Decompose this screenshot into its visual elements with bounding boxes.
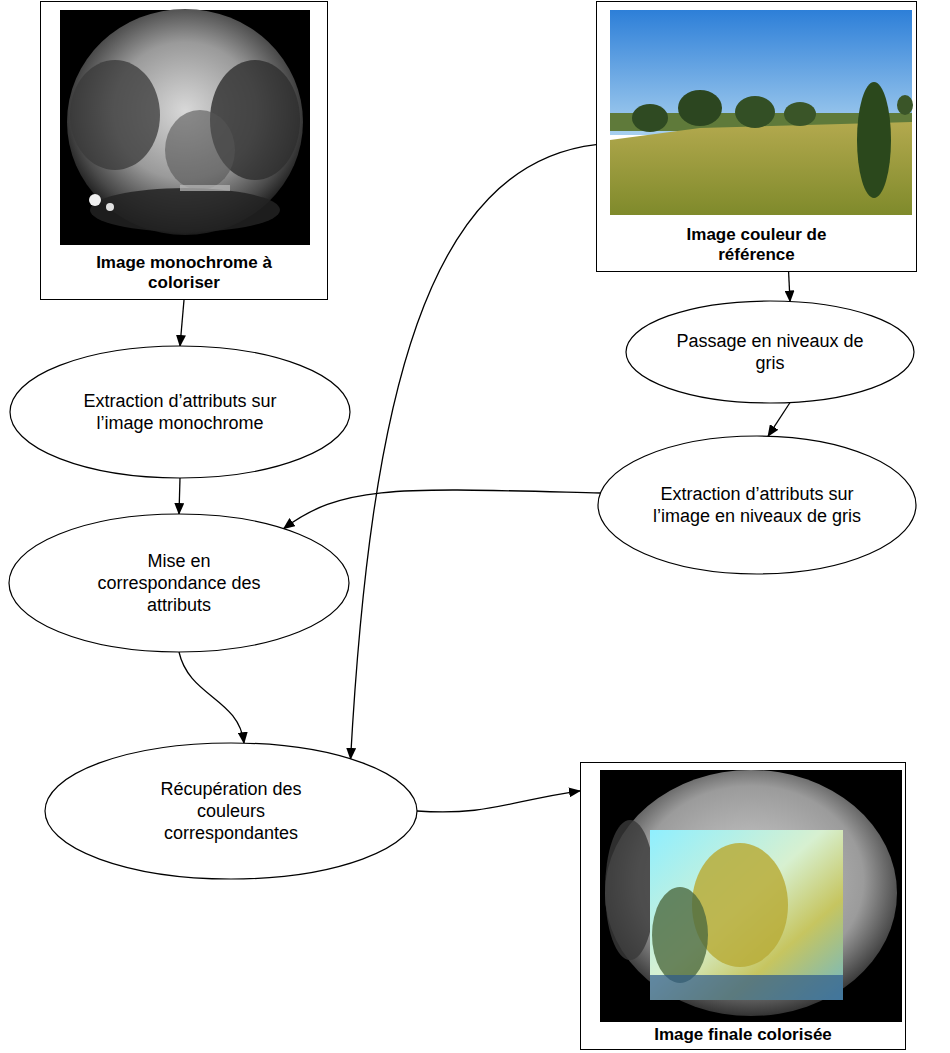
flow-arrow — [417, 791, 580, 812]
caption-wrap: Image couleur de référence — [597, 225, 916, 265]
ellipse-outline — [625, 300, 915, 404]
box-title: Image couleur de référence — [657, 225, 857, 265]
box-title: Image finale colorisée — [588, 1025, 898, 1045]
process-ellipse: Mise en correspondance des attributs — [8, 513, 350, 653]
process-ellipse: Extraction d’attributs sur l’image monoc… — [9, 345, 351, 479]
reference-photo — [610, 10, 913, 215]
ellipse-outline — [597, 435, 917, 575]
ellipse-outline — [9, 345, 351, 479]
caption-wrap: Image finale colorisée — [581, 1025, 905, 1045]
process-label: Passage en niveaux de gris — [675, 330, 865, 374]
colorized-photo — [600, 770, 902, 1022]
box-title: Image monochrome à coloriser — [84, 253, 284, 293]
monochrome-photo — [60, 9, 310, 245]
image-box: Image finale colorisée — [580, 762, 906, 1050]
process-ellipse: Passage en niveaux de gris — [625, 300, 915, 404]
flow-arrow — [789, 272, 790, 301]
process-label: Récupération des couleurs correspondante… — [151, 778, 311, 844]
flow-arrow — [284, 490, 601, 529]
process-ellipse: Extraction d’attributs sur l’image en ni… — [597, 435, 917, 575]
caption-wrap: Image monochrome à coloriser — [41, 253, 327, 293]
flow-arrow — [351, 145, 596, 759]
flow-arrow — [179, 478, 180, 514]
image-box: Image couleur de référence — [596, 1, 917, 272]
flow-arrow — [768, 403, 790, 437]
process-label: Extraction d’attributs sur l’image en ni… — [652, 483, 862, 527]
flow-arrow — [179, 652, 244, 743]
flow-arrow — [180, 300, 184, 346]
process-label: Extraction d’attributs sur l’image monoc… — [73, 390, 288, 434]
image-box: Image monochrome à coloriser — [40, 1, 328, 300]
process-label: Mise en correspondance des attributs — [89, 550, 269, 616]
process-ellipse: Récupération des couleurs correspondante… — [44, 742, 418, 880]
